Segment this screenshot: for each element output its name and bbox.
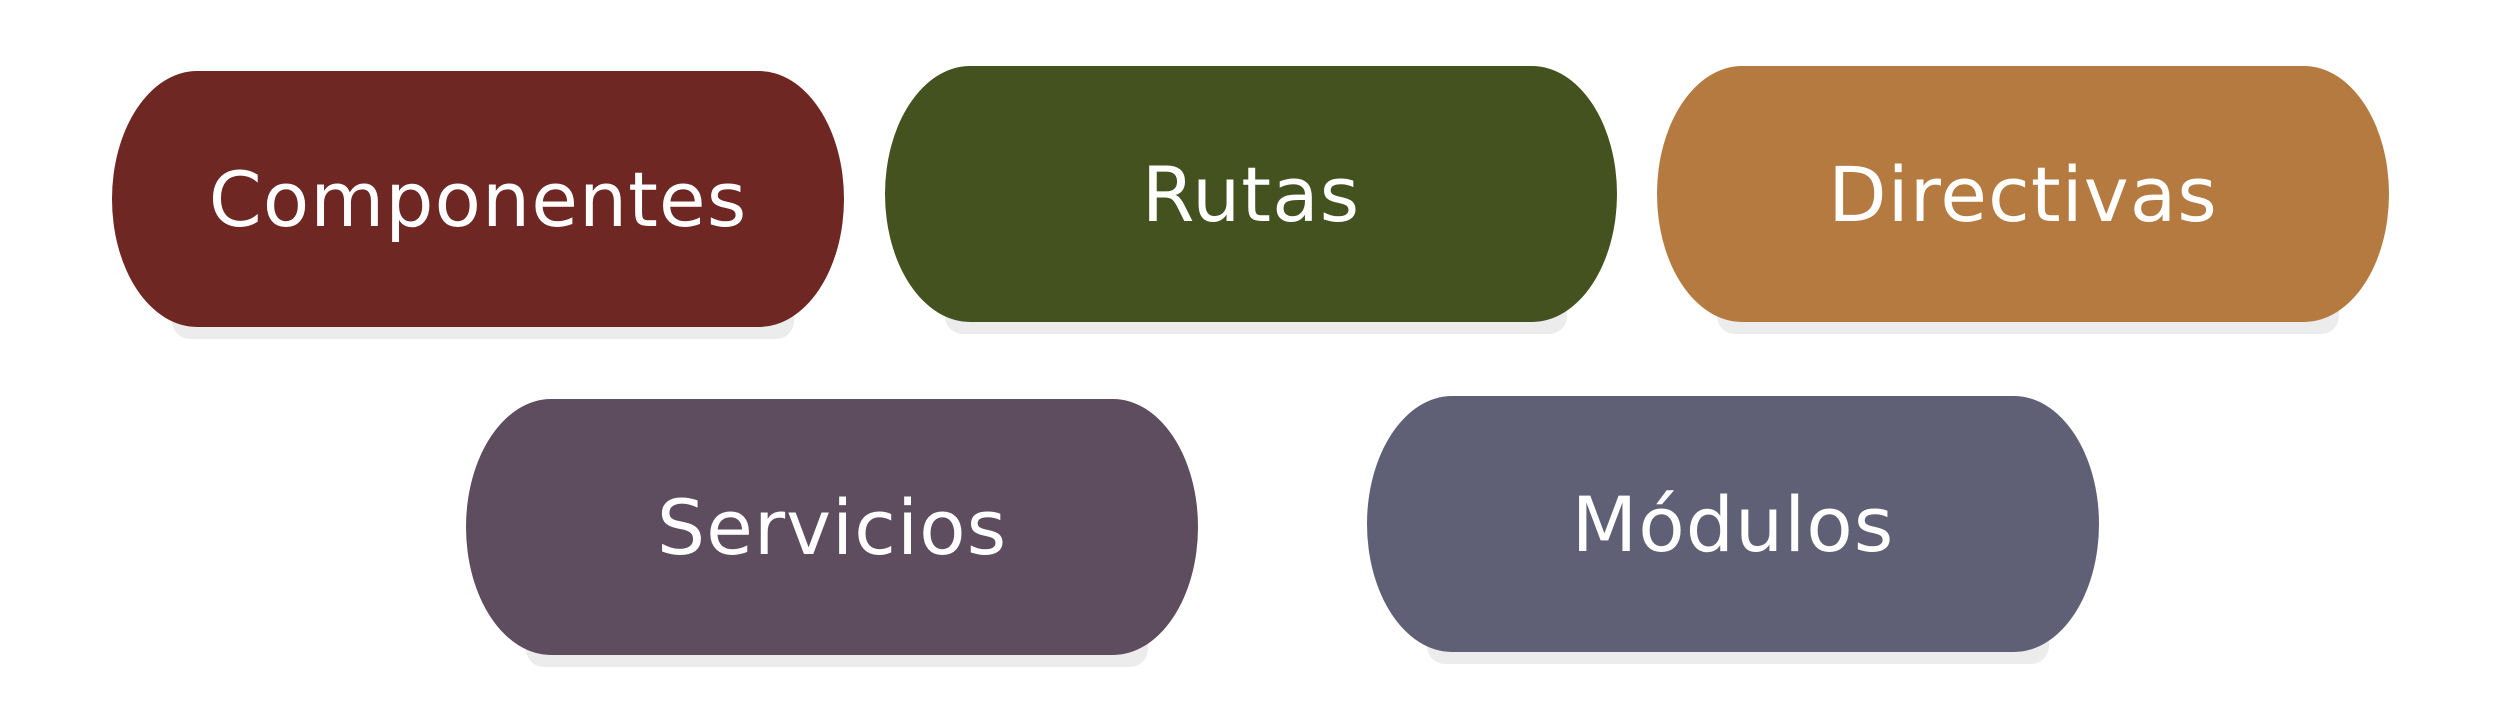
node-directivas[interactable]: Directivas: [1657, 66, 2389, 334]
componentes-label: Componentes: [208, 154, 748, 244]
directivas-label: Directivas: [1828, 149, 2218, 239]
servicios-label: Servicios: [656, 482, 1008, 572]
rutas-label: Rutas: [1141, 149, 1361, 239]
componentes-pill[interactable]: Componentes: [112, 71, 844, 327]
rutas-pill[interactable]: Rutas: [885, 66, 1617, 322]
node-servicios[interactable]: Servicios: [466, 399, 1198, 667]
node-rutas[interactable]: Rutas: [885, 66, 1617, 334]
servicios-pill[interactable]: Servicios: [466, 399, 1198, 655]
node-componentes[interactable]: Componentes: [112, 71, 844, 339]
modulos-label: Módulos: [1571, 479, 1895, 569]
node-modulos[interactable]: Módulos: [1367, 396, 2099, 664]
modulos-pill[interactable]: Módulos: [1367, 396, 2099, 652]
directivas-pill[interactable]: Directivas: [1657, 66, 2389, 322]
